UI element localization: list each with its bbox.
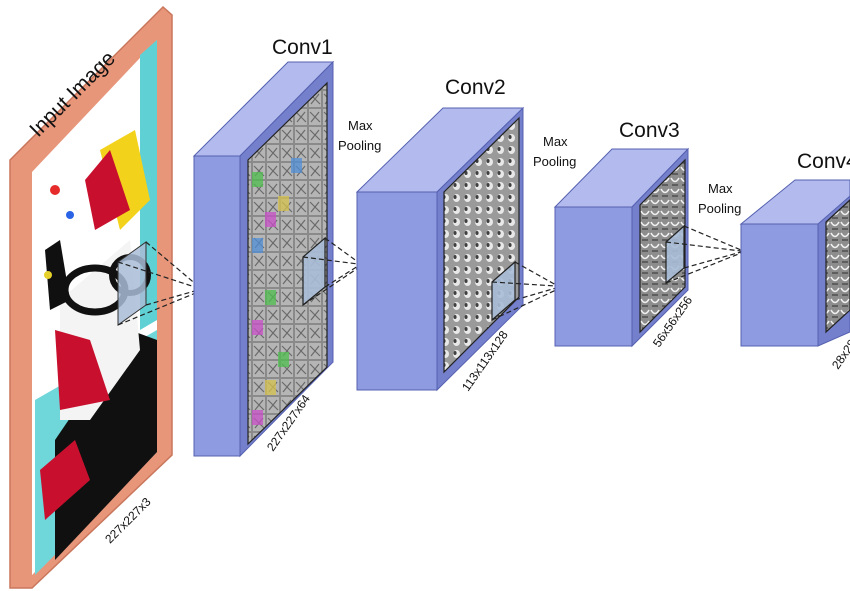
input-image-panel: Input Image 227x227x3 (9, 5, 173, 589)
conv2-front-face (356, 191, 438, 391)
conv4-block: Conv4 28x28x512 (739, 150, 850, 372)
conv3-front-face (554, 206, 633, 347)
conv2-title: Conv2 (445, 76, 506, 99)
max-pooling-3: Max Pooling (698, 181, 741, 216)
max-pooling-1: Max Pooling (338, 118, 381, 153)
max-pooling-3-line1: Max (708, 181, 733, 196)
conv4-front-face (740, 223, 819, 347)
conv1-color-cells (252, 158, 302, 425)
max-pooling-1-line1: Max (348, 118, 373, 133)
projection-lines-conv1-conv2 (302, 237, 359, 306)
max-pooling-1-line2: Pooling (338, 138, 381, 153)
conv2-block: Conv2 113x113x128 (355, 76, 525, 394)
conv4-title: Conv4 (797, 150, 850, 173)
max-pooling-2-line1: Max (543, 134, 568, 149)
conv1-title: Conv1 (272, 36, 333, 59)
max-pooling-2-line2: Pooling (533, 154, 576, 169)
projection-lines-input-conv1 (117, 241, 199, 326)
conv1-front-face (193, 155, 241, 457)
conv3-block: Conv3 56x56x256 (553, 119, 695, 350)
conv1-feature-maps (247, 81, 328, 446)
max-pooling-3-line2: Pooling (698, 201, 741, 216)
conv3-title: Conv3 (619, 119, 680, 142)
input-photo-content (35, 40, 157, 575)
conv4-feature-maps (825, 199, 850, 334)
projection-lines-conv3-conv4 (665, 225, 742, 284)
conv1-block: Conv1 227x227x64 (192, 36, 335, 458)
max-pooling-2: Max Pooling (533, 134, 576, 169)
projection-lines-conv2-conv3 (491, 261, 557, 321)
conv3-feature-maps (639, 158, 686, 334)
